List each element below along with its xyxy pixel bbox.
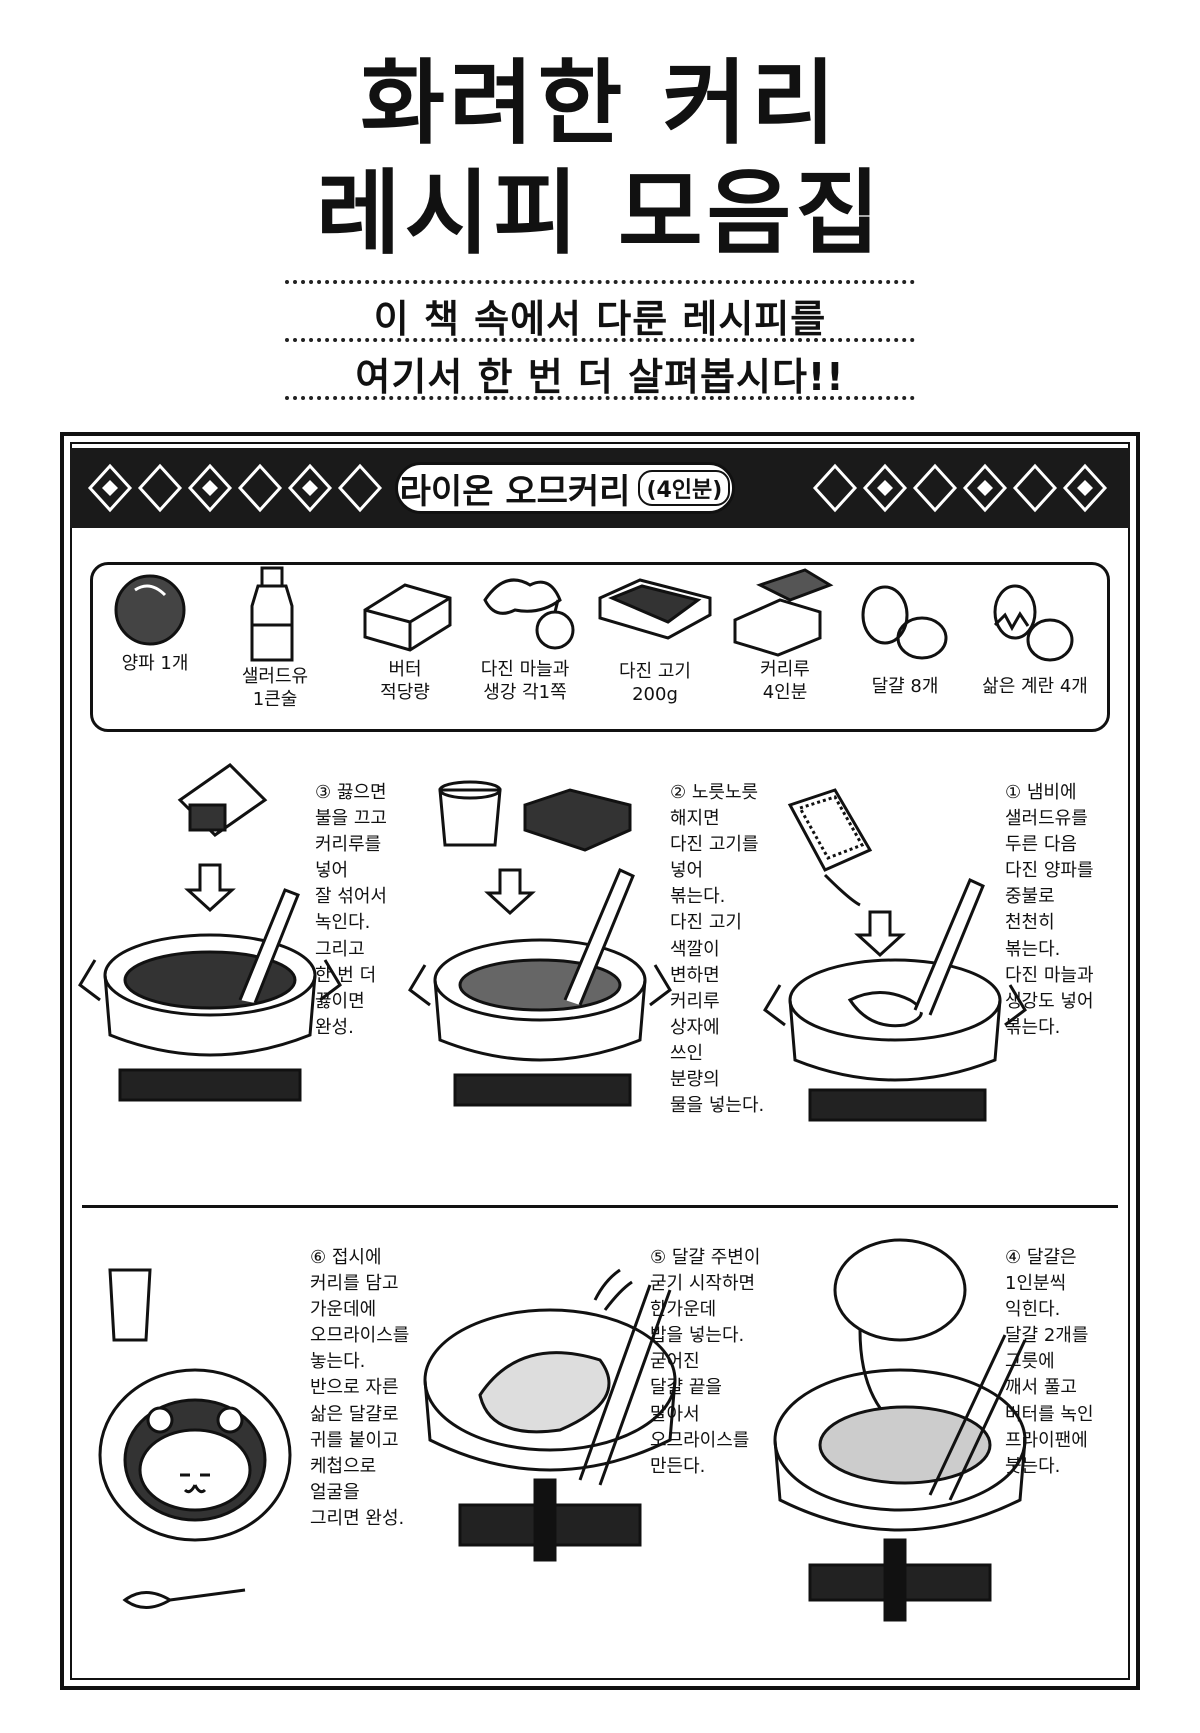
butter-icon [363, 583, 452, 652]
step6-illustration [98, 1268, 292, 1609]
step-2-text: ② 노릇노릇 해지면 다진 고기를 넣어 볶는다. 다진 고기 색깔이 변하면 … [670, 782, 765, 1117]
subtitle-line2: 여기서 한 번 더 살펴봅시다!! [355, 355, 845, 399]
recipe-frame [60, 432, 1140, 1690]
ingredient-curry-roux: 커리루 4인분 [760, 659, 810, 704]
minced-meat-icon [598, 578, 712, 640]
recipe-name: 라이온 오므커리 [399, 471, 631, 512]
boiled-eggs-icon [993, 584, 1074, 662]
step-1-text: ① 냄비에 샐러드유를 두른 다음 다진 양파를 중불로 천천히 볶는다. 다진… [1005, 782, 1094, 1038]
recipe-banner [70, 448, 1130, 528]
onion-icon [114, 574, 186, 646]
eggs-icon [861, 585, 948, 660]
dotted-rule-middle [285, 338, 915, 342]
ingredient-boiled-eggs: 삶은 계란 4개 [982, 676, 1088, 697]
step1-illustration [763, 788, 1027, 1122]
step3-illustration [78, 763, 342, 1102]
page-title-line1: 화려한 커리 [360, 50, 840, 157]
steps-divider [82, 1205, 1118, 1208]
step-6-text: ⑥ 접시에 커리를 담고 가운데에 오므라이스를 놓는다. 반으로 자른 삶은 … [310, 1247, 410, 1529]
dotted-rule-bottom [285, 396, 915, 400]
step-3-text: ③ 끓으면 불을 끄고 커리루를 넣어 잘 섞어서 녹인다. 그리고 한 번 더… [315, 782, 387, 1038]
subtitle-line1: 이 책 속에서 다룬 레시피를 [373, 297, 827, 341]
banner-diamond-pattern [87, 463, 1108, 513]
ingredient-eggs: 달걀 8개 [871, 676, 939, 697]
step5-illustration [423, 1268, 677, 1562]
recipe-servings: (4인분) [638, 470, 731, 506]
page-title-line2: 레시피 모음집 [316, 160, 884, 267]
ingredient-butter: 버터 적당량 [380, 659, 430, 704]
step4-illustration [773, 1238, 1027, 1622]
garlic-ginger-icon [483, 578, 575, 650]
recipe-title: 라이온 오므커리 (4인분) [395, 462, 735, 514]
oil-bottle-icon [250, 566, 294, 662]
ingredient-minced-meat: 다진 고기 200g [619, 661, 691, 706]
curry-roux-icon [733, 568, 834, 657]
ingredient-onion: 양파 1개 [121, 653, 189, 674]
ingredient-salad-oil: 샐러드유 1큰술 [241, 666, 309, 711]
recipe-frame-inner [70, 442, 1130, 1680]
step2-illustration [408, 780, 672, 1107]
dotted-rule-top [285, 280, 915, 284]
step-5-text: ⑤ 달걀 주변이 굳기 시작하면 한가운데 밥을 넣는다. 굳어진 달걀 끝을 … [650, 1247, 761, 1477]
ingredient-garlic-ginger: 다진 마늘과 생강 각1쪽 [480, 659, 570, 704]
ingredients-box [90, 562, 1110, 732]
step-4-text: ④ 달걀은 1인분씩 익힌다. 달걀 2개를 그릇에 깨서 풀고 버터를 녹인 … [1005, 1247, 1094, 1477]
